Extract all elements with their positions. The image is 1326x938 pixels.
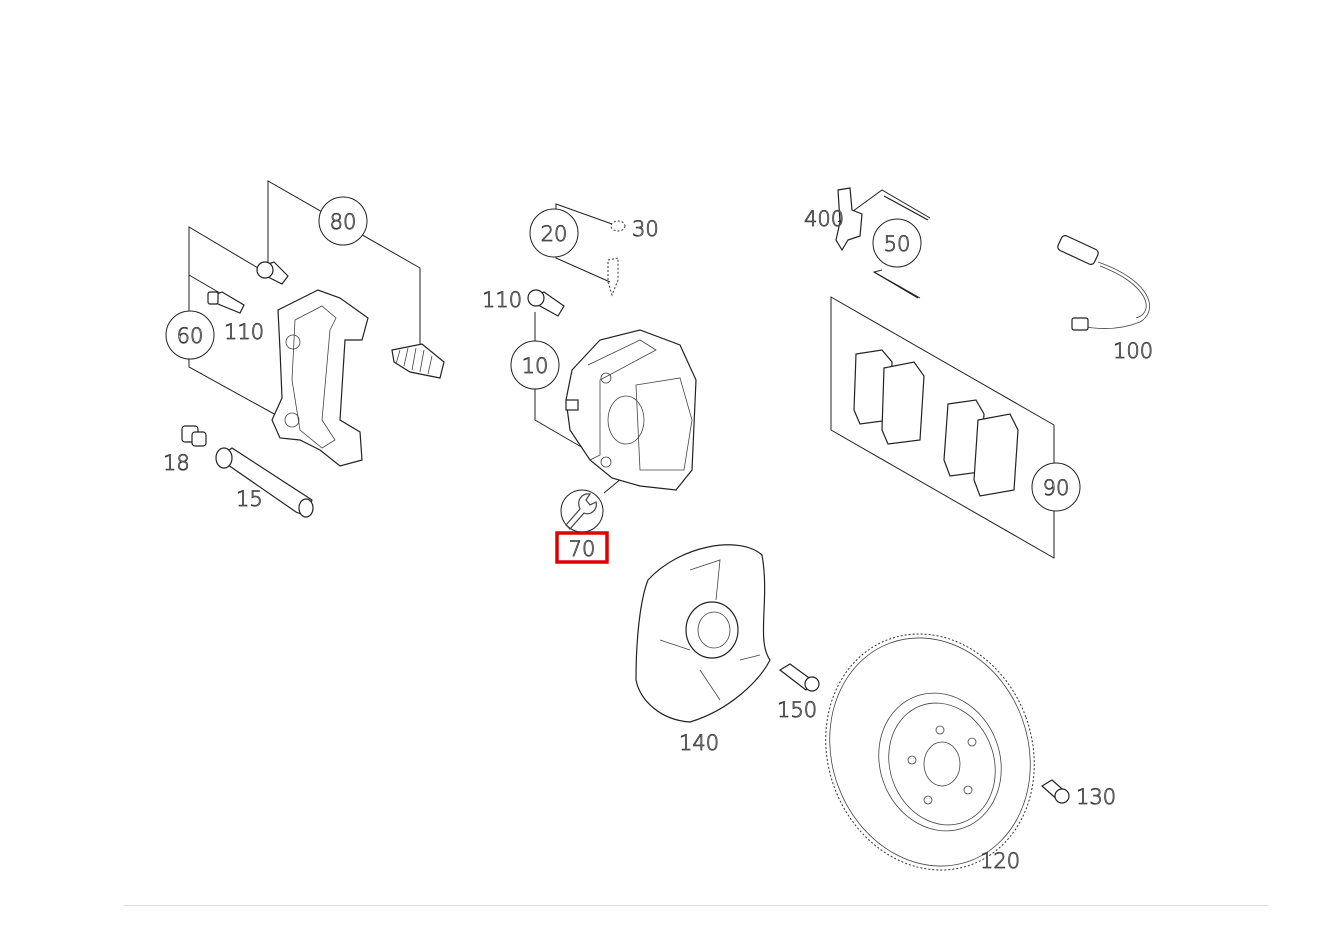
callout-bubbles: 80 60 20 10 50 90 xyxy=(165,196,1081,533)
label-18[interactable]: 18 xyxy=(163,451,191,476)
svg-text:80: 80 xyxy=(330,210,357,234)
label-110-left[interactable]: 110 xyxy=(224,320,265,345)
label-30[interactable]: 30 xyxy=(632,217,660,242)
part-20-bleed-screw[interactable] xyxy=(607,257,619,297)
part-100-wear-sensor[interactable] xyxy=(1056,234,1150,331)
svg-text:90: 90 xyxy=(1043,476,1070,500)
label-400[interactable]: 400 xyxy=(804,207,845,232)
svg-text:10: 10 xyxy=(522,354,549,378)
label-150[interactable]: 150 xyxy=(777,698,818,723)
bubble-10[interactable]: 10 xyxy=(510,340,560,390)
footer-divider xyxy=(124,905,1268,906)
label-130[interactable]: 130 xyxy=(1076,785,1117,810)
part-400-spring[interactable] xyxy=(835,187,863,252)
part-labels: 30 400 110 110 100 18 15 70 150 140 130 … xyxy=(163,207,1154,874)
bubble-20[interactable]: 20 xyxy=(529,208,579,258)
bubble-60[interactable]: 60 xyxy=(165,310,215,360)
part-brake-pads[interactable] xyxy=(853,349,1019,497)
part-caliper[interactable] xyxy=(565,329,697,491)
bubble-80[interactable]: 80 xyxy=(318,196,368,246)
highlight-box-70 xyxy=(555,531,609,564)
part-bolt-110-center[interactable] xyxy=(527,289,565,317)
part-130-screw[interactable] xyxy=(1040,779,1070,804)
part-bolt-80[interactable] xyxy=(256,261,289,285)
wrench-icon xyxy=(565,493,597,530)
label-100[interactable]: 100 xyxy=(1113,339,1154,364)
part-bolt-150[interactable] xyxy=(778,663,820,692)
label-140[interactable]: 140 xyxy=(679,731,720,756)
label-15[interactable]: 15 xyxy=(236,487,264,512)
label-120[interactable]: 120 xyxy=(980,849,1021,874)
label-70[interactable]: 70 xyxy=(568,537,596,562)
part-caliper-bracket[interactable] xyxy=(271,289,445,467)
part-brake-disc[interactable] xyxy=(793,604,1067,899)
svg-text:50: 50 xyxy=(884,232,911,256)
part-bolt-110-left[interactable] xyxy=(207,291,245,314)
part-50-pins[interactable] xyxy=(873,195,929,299)
svg-text:60: 60 xyxy=(177,324,204,348)
label-110-center[interactable]: 110 xyxy=(482,288,523,313)
bubble-90[interactable]: 90 xyxy=(1031,462,1081,512)
part-15-guide-pin[interactable] xyxy=(215,447,314,518)
bubble-wrench[interactable] xyxy=(560,489,604,533)
bubble-50[interactable]: 50 xyxy=(872,218,922,268)
part-dust-shield[interactable] xyxy=(635,544,771,723)
svg-text:20: 20 xyxy=(541,222,568,246)
part-18-cap[interactable] xyxy=(181,425,207,447)
part-30-cap[interactable] xyxy=(610,220,626,232)
